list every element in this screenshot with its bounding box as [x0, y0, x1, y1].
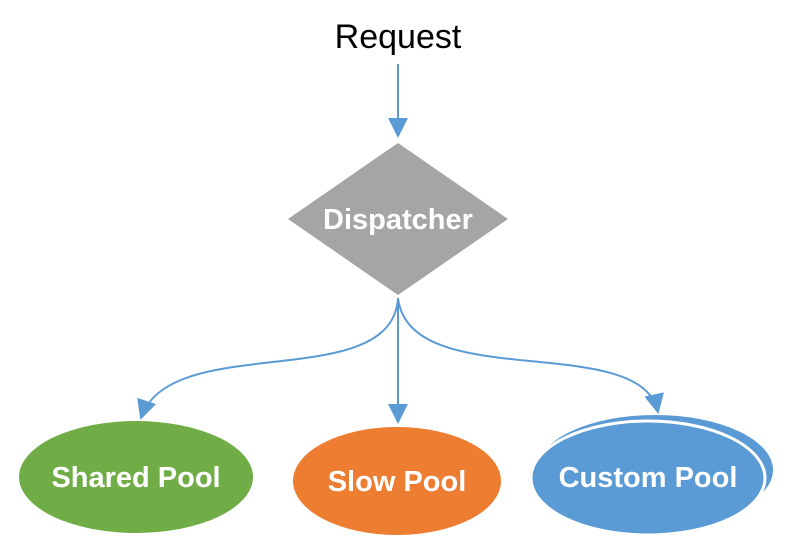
shared-pool-label: Shared Pool [51, 462, 220, 494]
custom-pool-node [529, 419, 767, 537]
dispatcher-node [288, 143, 508, 295]
shared-pool-node [19, 421, 253, 533]
arrow-dispatcher-to-custom-pool [397, 297, 664, 414]
slow-pool-label: Slow Pool [328, 466, 467, 498]
custom-pool-label: Custom Pool [559, 462, 738, 494]
request-label: Request [335, 18, 462, 56]
arrow-dispatcher-to-shared-pool [137, 297, 399, 420]
slow-pool-node [293, 427, 501, 535]
dispatcher-label: Dispatcher [323, 204, 473, 236]
